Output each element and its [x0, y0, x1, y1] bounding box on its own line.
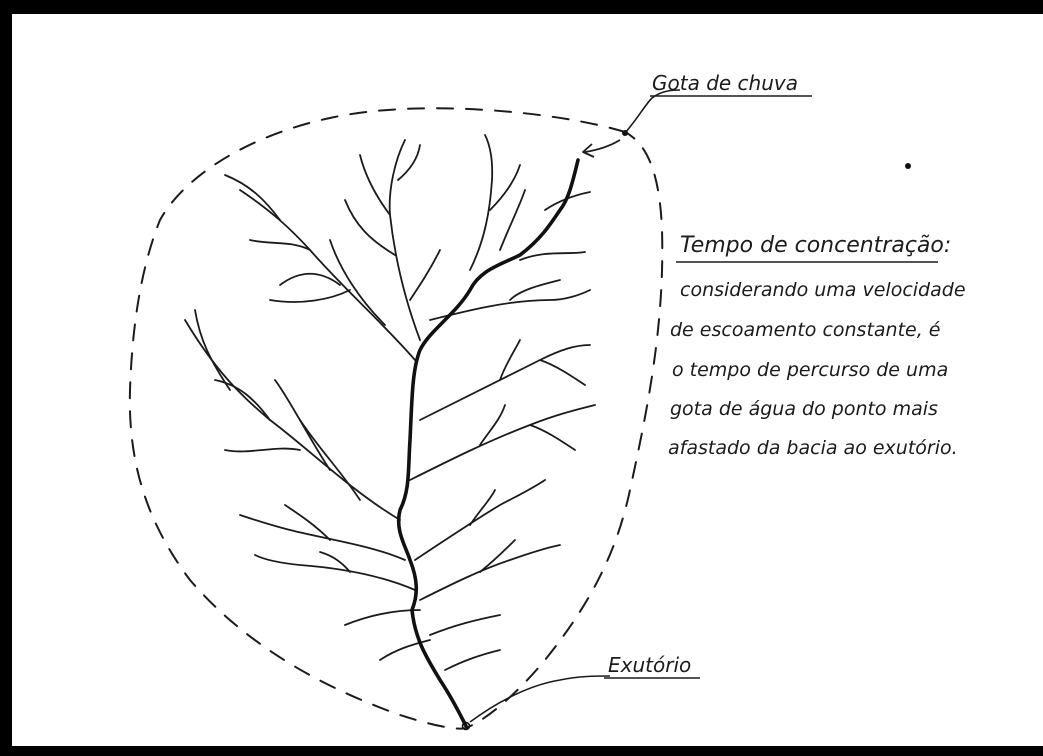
tributary — [510, 280, 560, 300]
tributary — [300, 420, 360, 500]
tributary — [420, 345, 590, 420]
note-title: Tempo de concentração: — [680, 233, 951, 258]
tributary — [330, 240, 385, 325]
note-line: afastado da bacia ao exutório. — [668, 437, 958, 459]
outlet-label: Exutório — [608, 653, 691, 677]
tributary — [410, 250, 440, 300]
tributary — [280, 274, 340, 285]
tributary — [470, 135, 492, 270]
note-line: gota de água do ponto mais — [670, 398, 938, 420]
tributary — [530, 425, 575, 450]
tributary — [270, 290, 350, 302]
tributary — [520, 252, 585, 260]
tributary — [445, 650, 500, 670]
tributary — [415, 480, 545, 560]
tributary — [490, 165, 520, 210]
tributary — [195, 310, 230, 390]
watershed-boundary — [130, 108, 662, 728]
tributary — [345, 200, 395, 255]
tributary — [500, 190, 525, 250]
ink-dot — [905, 163, 911, 169]
tributary — [345, 610, 420, 625]
tributary — [480, 540, 515, 572]
note-line: considerando uma velocidade — [680, 279, 966, 301]
outlet-leader-line — [470, 676, 610, 722]
raindrop-label: Gota de chuva — [652, 71, 798, 95]
tributary — [185, 320, 400, 520]
tributary — [420, 545, 560, 600]
tributary — [480, 405, 505, 445]
tributary — [430, 290, 590, 320]
tributary — [240, 190, 415, 360]
tributaries — [185, 135, 595, 670]
tributary — [430, 615, 500, 635]
tributary — [540, 360, 585, 385]
concentration-note: Tempo de concentração: considerando uma … — [668, 233, 966, 459]
tributary — [390, 140, 420, 340]
note-line: de escoamento constante, é — [670, 319, 941, 341]
tributary — [360, 155, 390, 215]
tributary — [410, 405, 595, 480]
tributary — [225, 449, 300, 452]
tributary — [255, 555, 415, 590]
tributary — [470, 490, 495, 525]
note-line: o tempo de percurso de uma — [672, 359, 948, 381]
